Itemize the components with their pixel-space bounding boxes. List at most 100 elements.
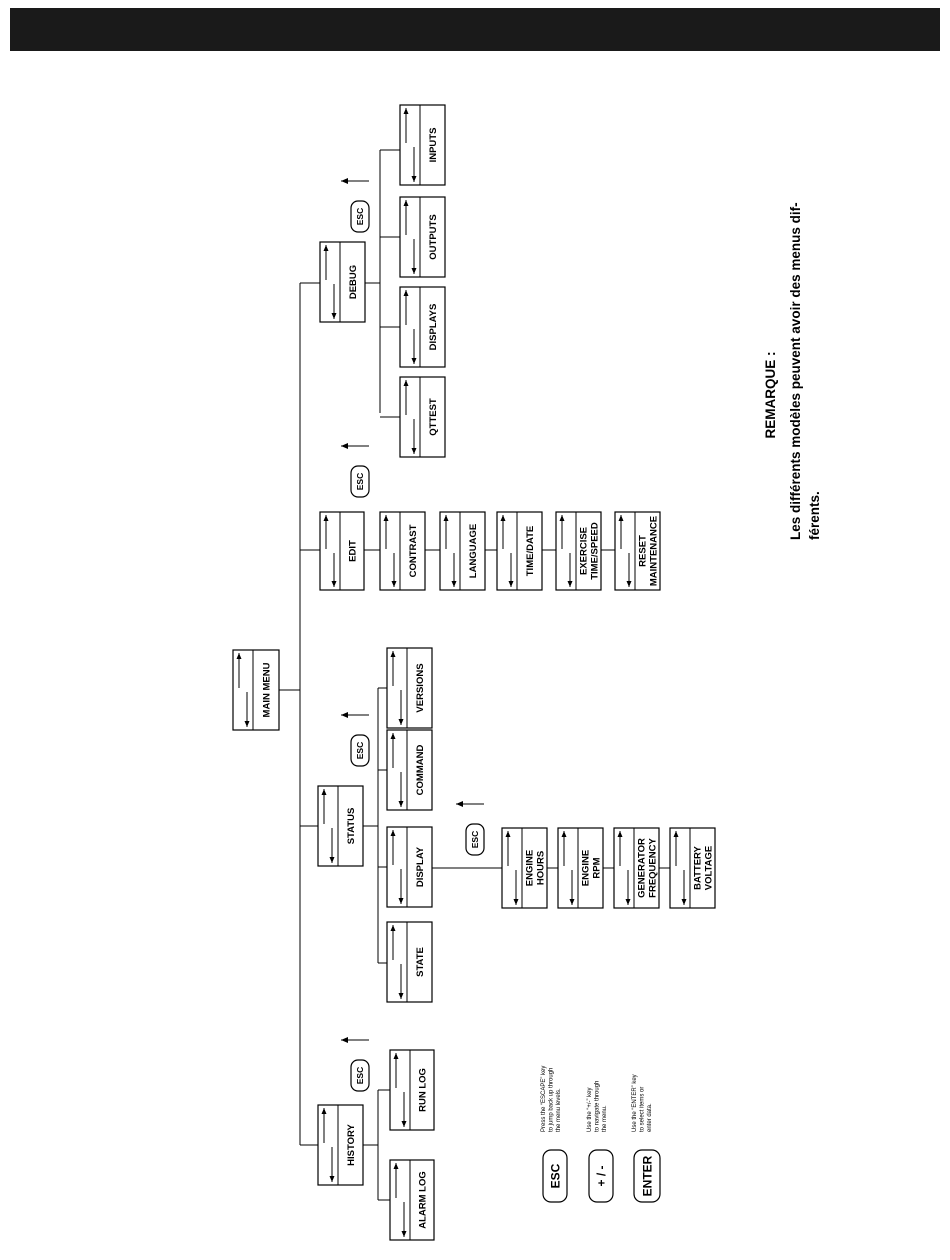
remark-body: Les différents modèles peuvent avoir des… (788, 202, 822, 540)
menu-box-label: QTTEST (428, 398, 439, 436)
status-box: STATUS (317, 785, 364, 867)
edit-language-box: LANGUAGE (439, 511, 486, 591)
menu-box-label-line: DEBUG (348, 265, 359, 299)
menu-box-label-line: ALARM LOG (418, 1171, 429, 1229)
arrow-up-icon (443, 515, 449, 521)
menu-box-label-line: DISPLAY (415, 846, 426, 887)
menu-box-frame (399, 376, 446, 458)
arrow-down-icon (411, 268, 417, 274)
menu-box-frame (439, 511, 486, 591)
arrow-down-icon (411, 358, 417, 364)
arrow-up-icon (321, 789, 327, 795)
menu-box-frame (501, 827, 548, 909)
legend-plusminus-key[interactable]: + / - (588, 1149, 614, 1203)
menu-box-frame (389, 1049, 435, 1131)
menu-box-label-line: ENGINE (581, 850, 592, 886)
arrow-up-icon (390, 925, 396, 931)
esc-button[interactable]: ESC (350, 734, 370, 767)
esc-button[interactable]: ESC (350, 1059, 370, 1092)
arrow-up-icon (323, 515, 329, 521)
status-state-box: STATE (386, 921, 433, 1003)
history-run-log-box: RUN LOG (389, 1049, 435, 1131)
arrow-down-icon (569, 899, 575, 905)
menu-box-label: ENGINERPM (581, 850, 603, 886)
menu-box-label: COMMAND (415, 745, 426, 796)
edit-box: EDIT (319, 511, 365, 591)
arrow-up-icon (500, 515, 506, 521)
menu-box-label: DISPLAYS (428, 304, 439, 351)
arrow-up-icon (559, 515, 565, 521)
display-engine-rpm-box: ENGINERPM (557, 827, 604, 909)
esc-arrow-icon (341, 1037, 348, 1043)
menu-box-label-line: FREQUENCY (648, 838, 659, 898)
esc-arrow-icon (341, 443, 348, 449)
menu-box-label-line: STATUS (346, 808, 357, 845)
arrow-down-icon (331, 313, 337, 319)
menu-box-frame (557, 827, 604, 909)
menu-box-label-line: GENERATOR (637, 838, 648, 898)
esc-button-frame (465, 823, 485, 856)
menu-box-label: RESETMAINTENANCE (638, 516, 660, 586)
menu-box-label-line: VOLTAGE (704, 846, 715, 891)
esc-button[interactable]: ESC (350, 200, 370, 233)
legend-description-line: the menu. (602, 1105, 608, 1132)
display-generator-frequency-box: GENERATORFREQUENCY (613, 827, 660, 909)
menu-box-label: OUTPUTS (428, 214, 439, 259)
legend-key-label: ENTER (641, 1155, 655, 1196)
debug-outputs-box: OUTPUTS (399, 196, 446, 278)
menu-box-label: DISPLAY (415, 846, 426, 887)
menu-box-frame (496, 511, 543, 591)
arrow-down-icon (513, 899, 519, 905)
legend-description-line: Press the “ESCAPE” key (541, 1066, 547, 1132)
arrow-up-icon (403, 290, 409, 296)
menu-box-frame (389, 1159, 435, 1241)
menu-box-frame (386, 921, 433, 1003)
menu-box-label: LANGUAGE (468, 524, 479, 578)
remark-body-line: Les différents modèles peuvent avoir des… (788, 202, 803, 540)
esc-arrow-icon (341, 712, 348, 718)
menu-box-frame (613, 827, 660, 909)
menu-box-label-line: BATTERY (693, 845, 704, 889)
menu-box-label: CONTRAST (408, 524, 419, 577)
history-box: HISTORY (317, 1104, 364, 1186)
menu-box-label: INPUTS (428, 128, 439, 163)
legend-enter-key[interactable]: ENTER (633, 1149, 661, 1203)
menu-box-label-line: CONTRAST (408, 524, 419, 577)
menu-box-label: EDIT (348, 540, 359, 562)
main-menu-box: MAIN MENU (232, 649, 280, 731)
menu-box-frame (386, 647, 433, 729)
menu-box-frame (379, 511, 426, 591)
arrow-up-icon (618, 515, 624, 521)
debug-displays-box: DISPLAYS (399, 286, 446, 368)
arrow-up-icon (403, 108, 409, 114)
esc-button-label: ESC (355, 473, 365, 490)
arrow-down-icon (398, 801, 404, 807)
menu-box-label-line: STATE (415, 947, 426, 977)
menu-box-label-line: EXERCISE (579, 527, 590, 575)
menu-box-frame (399, 286, 446, 368)
menu-box-label: STATUS (346, 808, 357, 845)
esc-button-label: ESC (470, 831, 480, 848)
menu-box-label: TIME/DATE (525, 526, 536, 577)
legend-esc-key[interactable]: ESC (542, 1149, 568, 1203)
legend-description-line: to select items or (640, 1087, 646, 1132)
esc-button[interactable]: ESC (350, 465, 370, 498)
menu-box-label-line: OUTPUTS (428, 214, 439, 259)
edit-reset-maintenance-box: RESETMAINTENANCE (614, 511, 661, 591)
menu-box-label: ENGINEHOURS (525, 850, 547, 886)
esc-button[interactable]: ESC (465, 823, 485, 856)
menu-box-frame (386, 729, 433, 811)
arrow-down-icon (681, 899, 687, 905)
menu-box-label-line: ENGINE (525, 850, 536, 886)
esc-button-label: ESC (355, 742, 365, 759)
menu-box-label: BATTERYVOLTAGE (693, 845, 715, 890)
legend-description-line: enter data. (647, 1103, 653, 1132)
header-bar (10, 8, 940, 51)
arrow-down-icon (625, 899, 631, 905)
history-alarm-log-box: ALARM LOG (389, 1159, 435, 1241)
arrow-down-icon (391, 581, 397, 587)
arrow-down-icon (567, 581, 573, 587)
